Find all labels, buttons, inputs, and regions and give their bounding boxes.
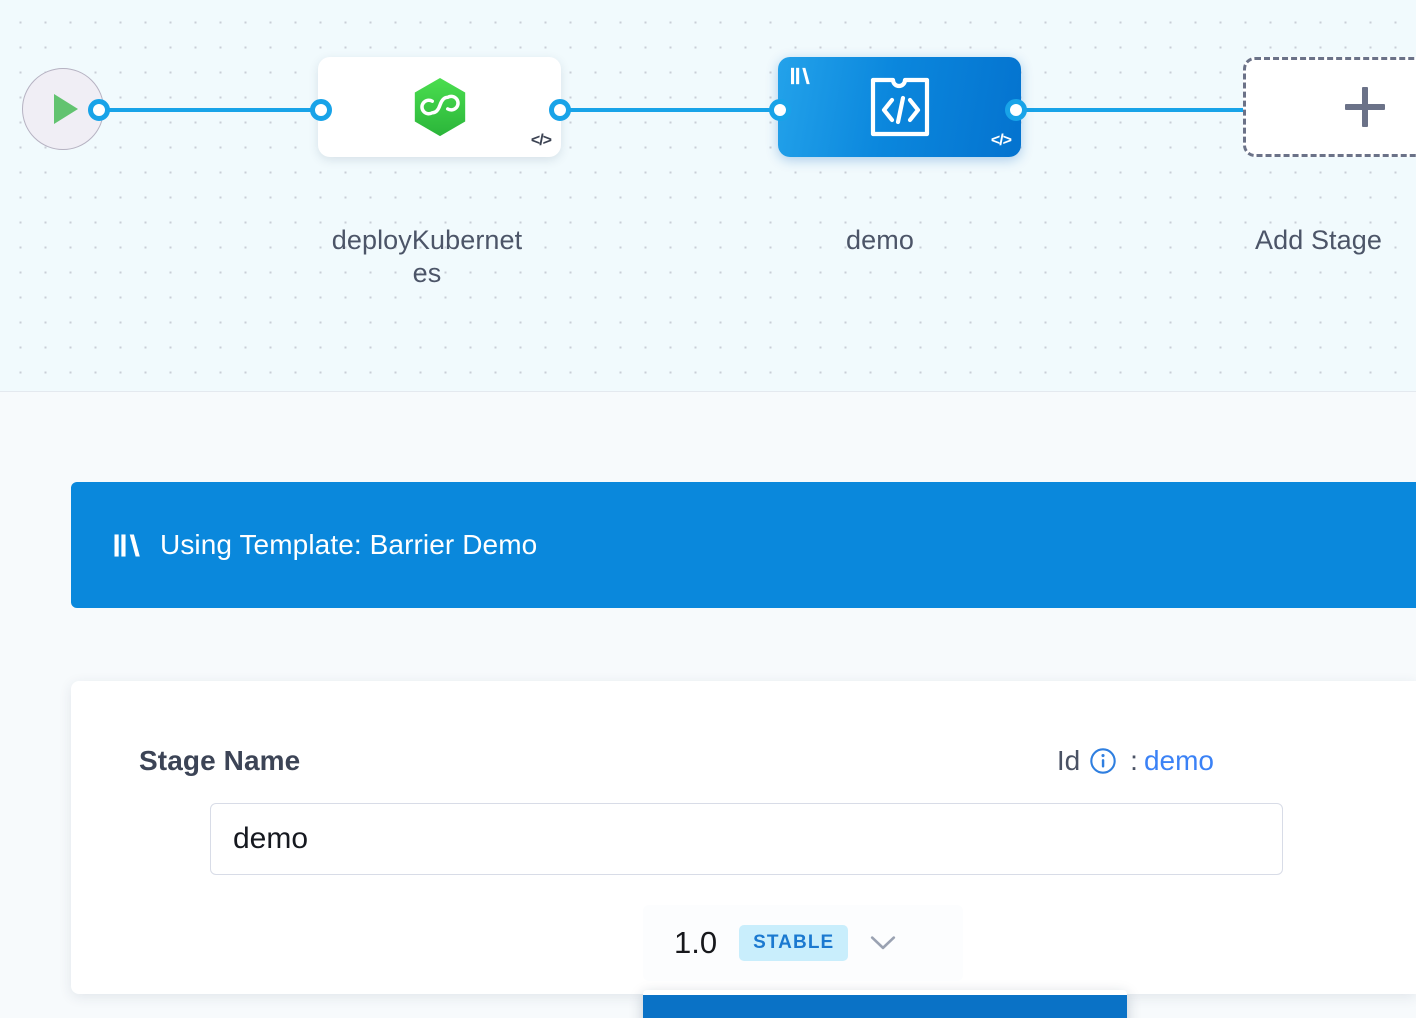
version-option-1-0-stable[interactable]: 1.0 (Stable) [643, 995, 1127, 1018]
stage-node-deploy-kubernetes[interactable]: </> [318, 57, 561, 157]
template-library-icon [114, 533, 140, 557]
node-label-add-stage: Add Stage [1255, 225, 1383, 255]
code-badge-icon: </> [530, 132, 552, 149]
port-start-out[interactable] [88, 99, 110, 121]
harness-hexagon-icon [414, 77, 465, 137]
port-demo-out[interactable] [1005, 99, 1027, 121]
stage-name-input[interactable]: demo [210, 803, 1283, 875]
port-deploy-in[interactable] [310, 99, 332, 121]
stage-id-display: Id : demo [1057, 745, 1214, 777]
stage-name-field-header: Stage Name Id : demo [139, 745, 1214, 777]
connector-start-to-deploy [92, 108, 332, 112]
pipeline-canvas[interactable]: </> </> deployKubernet es demo Add Stage [0, 0, 1416, 392]
stage-name-label: Stage Name [139, 745, 301, 776]
port-demo-in[interactable] [769, 99, 791, 121]
stable-badge: STABLE [739, 925, 849, 961]
port-deploy-out[interactable] [549, 99, 571, 121]
connector-demo-to-add [1000, 108, 1245, 112]
template-library-icon [791, 67, 810, 85]
add-stage-node[interactable] [1243, 57, 1416, 157]
template-version-menu[interactable]: 1.0 (Stable) [643, 990, 1127, 1018]
chevron-down-icon[interactable] [870, 935, 896, 951]
id-separator: : [1130, 745, 1138, 776]
node-label-line-2: es [412, 257, 442, 288]
node-label-demo: demo [846, 225, 914, 255]
node-label-line-1: deployKubernet [331, 225, 523, 255]
template-version-value: 1.0 [674, 925, 718, 960]
id-label: Id [1056, 745, 1081, 776]
stage-details-panel: Using Template: Barrier Demo Stage Name … [0, 393, 1416, 1018]
template-banner: Using Template: Barrier Demo [71, 482, 1416, 608]
stage-node-demo[interactable]: </> [778, 57, 1021, 157]
template-version-select[interactable]: 1.0 STABLE [643, 905, 963, 981]
id-value: demo [1143, 745, 1214, 776]
play-icon [54, 94, 78, 124]
template-banner-text: Using Template: Barrier Demo [160, 529, 538, 560]
info-icon[interactable] [1089, 747, 1117, 775]
connector-deploy-to-demo [545, 108, 795, 112]
node-label-deploy-kubernetes: deployKubernet es [284, 224, 570, 290]
plus-icon [1343, 85, 1387, 129]
code-badge-icon: </> [990, 132, 1012, 149]
custom-stage-code-icon [870, 77, 929, 137]
